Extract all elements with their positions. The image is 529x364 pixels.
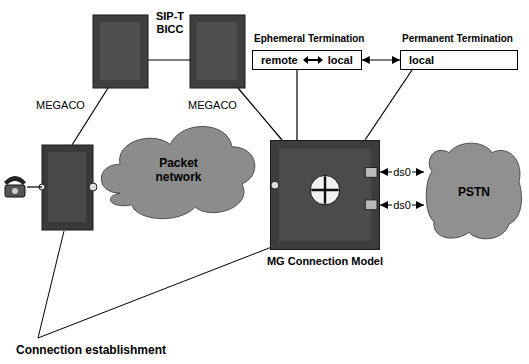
phone-handset bbox=[4, 176, 26, 185]
access-gateway-shade bbox=[48, 152, 86, 222]
cloud-outline bbox=[426, 143, 521, 239]
trunk-port bbox=[365, 200, 377, 210]
diagram-label: Connection establishment bbox=[16, 344, 166, 358]
termination-heading: Ephemeral Termination bbox=[254, 33, 364, 44]
gateway-shade bbox=[279, 149, 371, 241]
call-server-shade bbox=[100, 22, 140, 80]
termination-side: local bbox=[328, 54, 353, 66]
media-gateway: MG Connection Model bbox=[270, 140, 380, 250]
diagram-label: MEGACO bbox=[188, 99, 237, 112]
network-name: PSTN bbox=[458, 185, 490, 199]
call-server-shade bbox=[197, 22, 237, 80]
packet-port bbox=[271, 181, 279, 189]
double-arrow-shape bbox=[303, 56, 323, 64]
connector bbox=[296, 70, 297, 140]
signalling-link bbox=[148, 59, 190, 60]
diagram-label: SIP-T BICC bbox=[150, 10, 190, 35]
phone-line bbox=[27, 186, 42, 187]
edge-label: ds0 bbox=[392, 166, 412, 178]
termination-side: remote bbox=[261, 54, 298, 66]
network-cloud: PSTN bbox=[424, 140, 524, 245]
connector bbox=[365, 70, 412, 140]
switch-cross bbox=[311, 176, 338, 203]
call-server bbox=[190, 15, 245, 88]
switch-matrix bbox=[271, 141, 379, 249]
cloud-outline bbox=[101, 126, 255, 218]
megaco-link bbox=[72, 88, 108, 145]
connector bbox=[362, 59, 400, 60]
termination-box: Permanent Terminationlocal bbox=[400, 50, 518, 70]
trunk-port bbox=[365, 168, 377, 178]
gateway-port bbox=[89, 183, 97, 191]
phone-dial bbox=[12, 188, 18, 194]
leader-line bbox=[38, 236, 300, 338]
switch-circle bbox=[310, 175, 339, 204]
access-gateway bbox=[42, 145, 93, 230]
termination-heading: Permanent Termination bbox=[402, 33, 513, 44]
diagram-label: MEGACO bbox=[36, 99, 85, 112]
megaco-link bbox=[238, 88, 282, 140]
double-arrow bbox=[302, 55, 324, 65]
phone-base bbox=[5, 185, 25, 197]
termination-box: Ephemeral Terminationremotelocal bbox=[252, 50, 362, 70]
network-name: Packet network bbox=[147, 156, 211, 185]
termination-side: local bbox=[409, 54, 434, 66]
call-server bbox=[93, 15, 148, 88]
edge-label: ds0 bbox=[392, 199, 412, 211]
leader-line bbox=[38, 231, 64, 338]
gateway-caption: MG Connection Model bbox=[267, 255, 383, 267]
network-cloud: Packet network bbox=[95, 112, 262, 228]
